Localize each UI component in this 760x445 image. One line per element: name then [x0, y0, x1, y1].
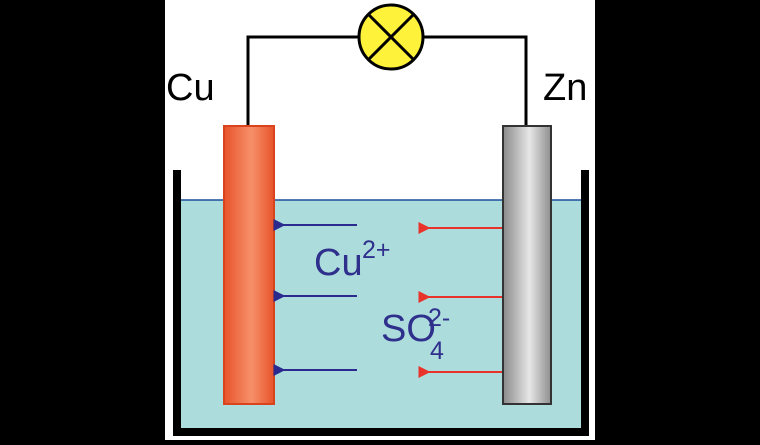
sulfate-ion-base: SO	[381, 308, 436, 350]
copper-ion-label: Cu 2+	[314, 236, 391, 284]
zinc-label: Zn	[543, 67, 587, 109]
sulfate-ion-charge: 2-	[428, 304, 450, 332]
copper-ion-charge: 2+	[362, 236, 391, 264]
sulfate-ion-subscript: 4	[430, 337, 444, 365]
zinc-electrode	[502, 125, 552, 405]
external-wire	[246, 35, 528, 126]
sulfate-ion-label: SO 2- 4	[381, 304, 450, 365]
beaker	[173, 170, 589, 436]
copper-electrode	[223, 125, 275, 405]
copper-ion-base: Cu	[314, 242, 363, 284]
lamp-icon	[357, 3, 425, 71]
copper-label: Cu	[166, 67, 215, 109]
